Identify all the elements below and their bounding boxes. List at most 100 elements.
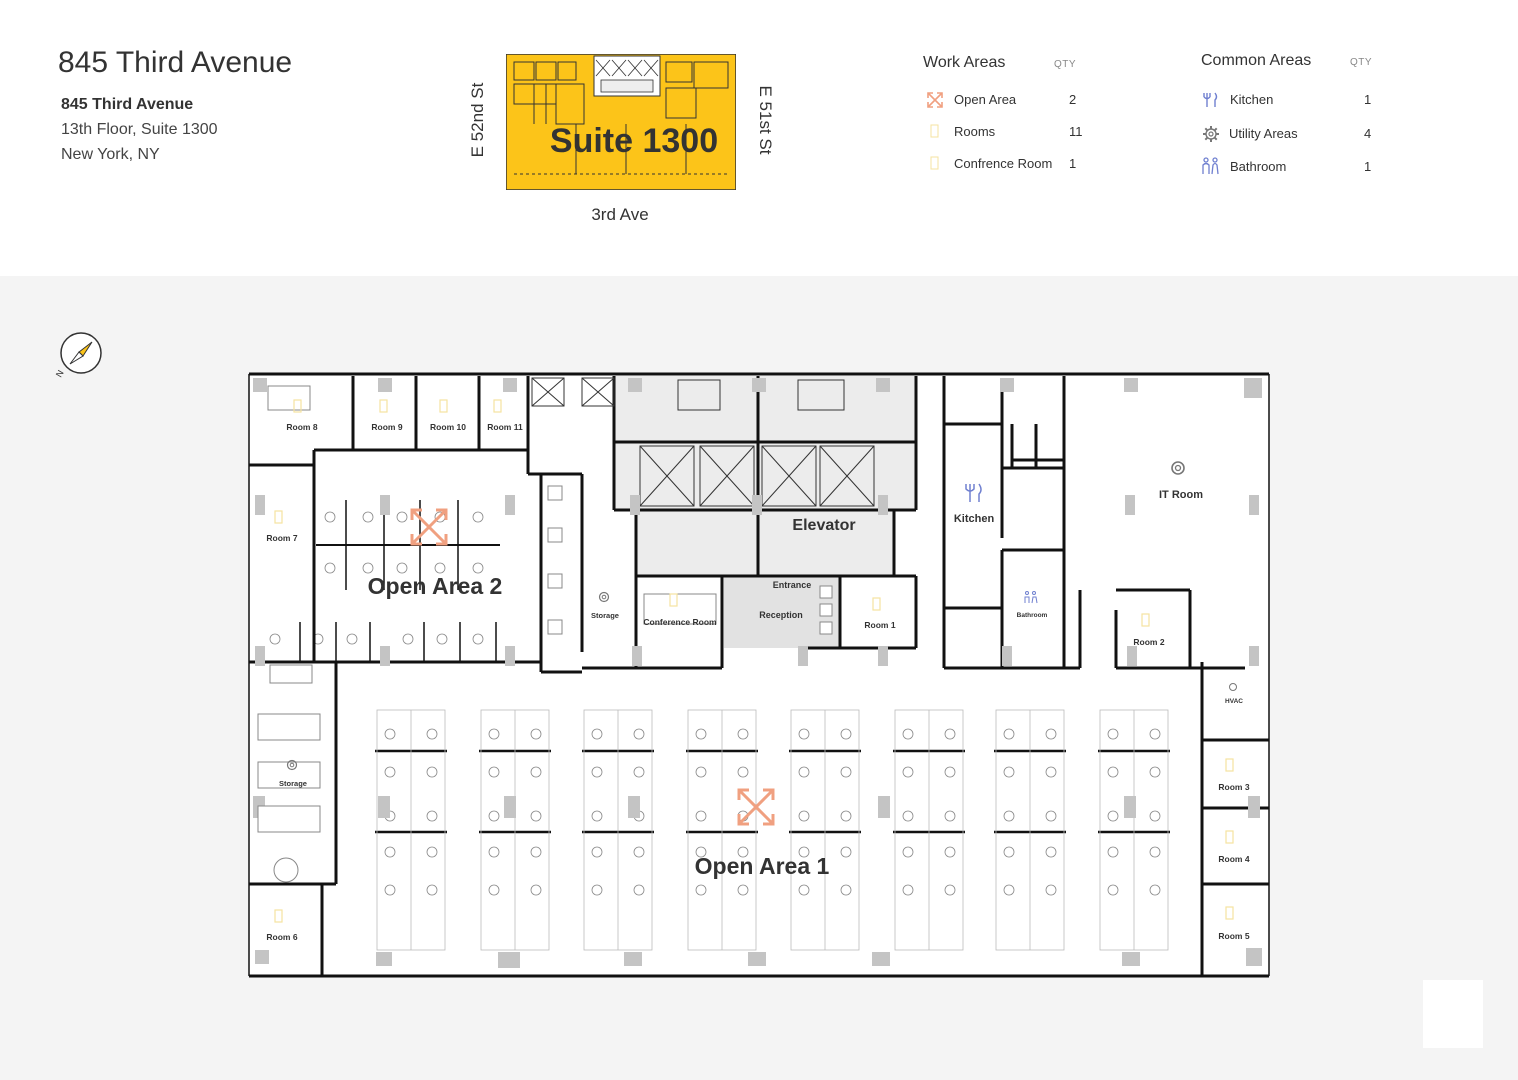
chair	[1003, 810, 1015, 822]
chair	[362, 562, 374, 574]
open-area-2-label: Open Area 2	[368, 573, 503, 599]
chair	[324, 511, 336, 523]
elevator-shafts	[531, 377, 875, 507]
chair	[530, 810, 542, 822]
chair	[591, 810, 603, 822]
chair	[695, 846, 707, 858]
legend-kitchen-label: Kitchen	[1230, 92, 1274, 107]
chair	[902, 846, 914, 858]
chair	[426, 884, 438, 896]
address-city: New York, NY	[61, 146, 160, 163]
work-areas-qty-heading: QTY	[1054, 59, 1077, 70]
room5-label: Room 5	[1218, 931, 1249, 941]
people-icon	[1202, 157, 1219, 175]
chair	[944, 810, 956, 822]
chair	[633, 728, 645, 740]
room1-label: Room 1	[864, 620, 895, 630]
compass-north-label: N	[54, 368, 66, 379]
room-icon	[930, 156, 939, 170]
room4-label: Room 4	[1218, 854, 1249, 864]
chair	[840, 728, 852, 740]
legend-kitchen-qty: 1	[1364, 92, 1372, 107]
chair	[530, 766, 542, 778]
chair	[1045, 846, 1057, 858]
chair	[944, 728, 956, 740]
chair	[591, 728, 603, 740]
chair	[737, 884, 749, 896]
chair	[384, 728, 396, 740]
chair	[695, 766, 707, 778]
elevator-label: Elevator	[792, 517, 855, 534]
chair	[488, 810, 500, 822]
legend-open-area-label: Open Area	[954, 92, 1017, 107]
reception-label: Reception	[759, 610, 803, 620]
chair	[840, 766, 852, 778]
chair	[1149, 884, 1161, 896]
chair	[591, 846, 603, 858]
chair	[384, 846, 396, 858]
chair	[840, 884, 852, 896]
chair	[737, 846, 749, 858]
chair	[1107, 728, 1119, 740]
chair	[695, 810, 707, 822]
chair	[944, 766, 956, 778]
work-areas-heading: Work Areas	[923, 54, 1006, 71]
street-label-right: E 51st St	[756, 85, 775, 155]
open-area-1-label: Open Area 1	[695, 853, 830, 879]
common-areas-qty-heading: QTY	[1350, 57, 1373, 68]
chair	[402, 633, 414, 645]
chair	[798, 766, 810, 778]
floor-plan: Open Area 2 Open Area 1 Elevator Kitchen…	[248, 372, 1270, 978]
room7-label: Room 7	[266, 533, 297, 543]
legend-rooms-qty: 11	[1069, 124, 1083, 139]
chair	[1045, 810, 1057, 822]
chair	[737, 728, 749, 740]
chair	[426, 728, 438, 740]
chair	[488, 884, 500, 896]
chair	[1003, 766, 1015, 778]
chair	[798, 728, 810, 740]
furniture	[257, 385, 833, 883]
open-area-icons	[410, 508, 775, 826]
hvac-label: HVAC	[1225, 698, 1243, 705]
building-locator-map: Suite 1300	[506, 54, 736, 190]
chair	[362, 511, 374, 523]
it-room-label: IT Room	[1159, 489, 1203, 501]
compass-icon: N	[54, 332, 102, 379]
chair	[798, 810, 810, 822]
chair	[1107, 810, 1119, 822]
chair	[1149, 846, 1161, 858]
chair	[488, 766, 500, 778]
legend-utility-qty: 4	[1364, 126, 1372, 141]
chair	[434, 562, 446, 574]
expand-arrows-icon	[927, 92, 943, 108]
gear-icon	[286, 461, 1237, 771]
kitchen-label: Kitchen	[954, 513, 995, 525]
suite-label: Suite 1300	[550, 122, 718, 160]
chair	[1149, 810, 1161, 822]
chair	[633, 766, 645, 778]
chair	[530, 846, 542, 858]
chair	[633, 846, 645, 858]
chair	[944, 846, 956, 858]
chair	[633, 884, 645, 896]
page-title: 845 Third Avenue	[58, 46, 293, 79]
chair	[1045, 884, 1057, 896]
chair	[384, 766, 396, 778]
storage-upper-label: Storage	[591, 611, 619, 620]
chair	[488, 728, 500, 740]
chair	[695, 884, 707, 896]
chair	[472, 511, 484, 523]
chair	[902, 766, 914, 778]
fork-knife-icon	[1203, 92, 1218, 107]
gear-icon	[1203, 126, 1219, 142]
legend-utility-label: Utility Areas	[1229, 126, 1298, 141]
chair	[902, 884, 914, 896]
common-areas-heading: Common Areas	[1201, 52, 1312, 69]
room-icon	[930, 124, 939, 138]
chair	[591, 884, 603, 896]
legend-conference-label: Confrence Room	[954, 156, 1053, 171]
chair	[944, 884, 956, 896]
desk-layer	[269, 500, 1170, 951]
legend-bathroom-label: Bathroom	[1230, 159, 1287, 174]
